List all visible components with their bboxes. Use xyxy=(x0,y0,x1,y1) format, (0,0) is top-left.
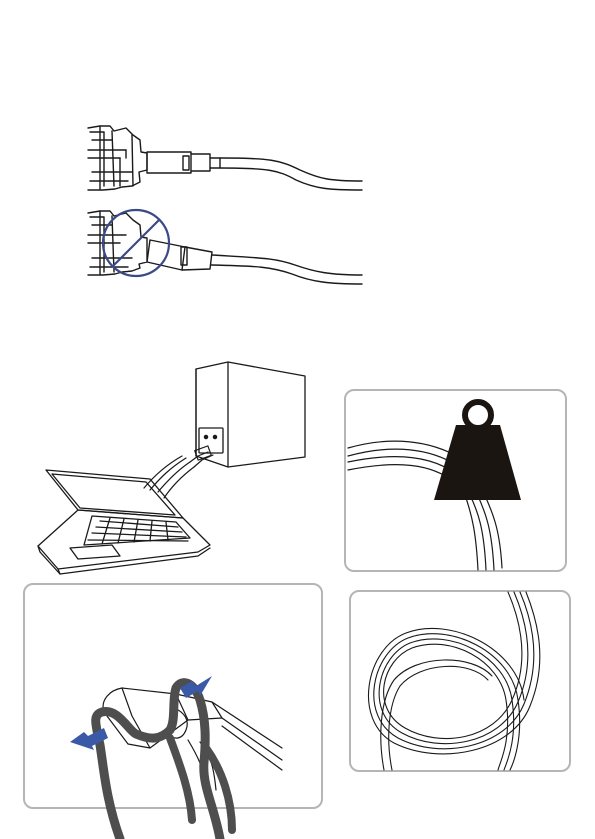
cable-2 xyxy=(211,255,362,284)
figure-correct-insertion xyxy=(88,126,362,190)
device-port-body-2 xyxy=(88,211,147,275)
figure-grip-plug xyxy=(24,584,322,839)
coiled-cable xyxy=(368,592,539,770)
figure-no-heavy-load xyxy=(345,390,566,571)
adapter-cables xyxy=(144,446,213,498)
plug-head-angled xyxy=(147,240,212,270)
cable-1 xyxy=(220,158,362,190)
figure-incorrect-insertion xyxy=(88,210,362,284)
laptop xyxy=(38,470,210,574)
hand-pinch xyxy=(96,683,232,839)
power-adapter-box xyxy=(196,362,305,467)
figure-cable-coil xyxy=(350,591,570,771)
figure-laptop-connection xyxy=(38,362,305,574)
plug-and-cable xyxy=(103,688,282,790)
plug-head xyxy=(147,152,220,173)
device-port-body xyxy=(88,126,147,190)
